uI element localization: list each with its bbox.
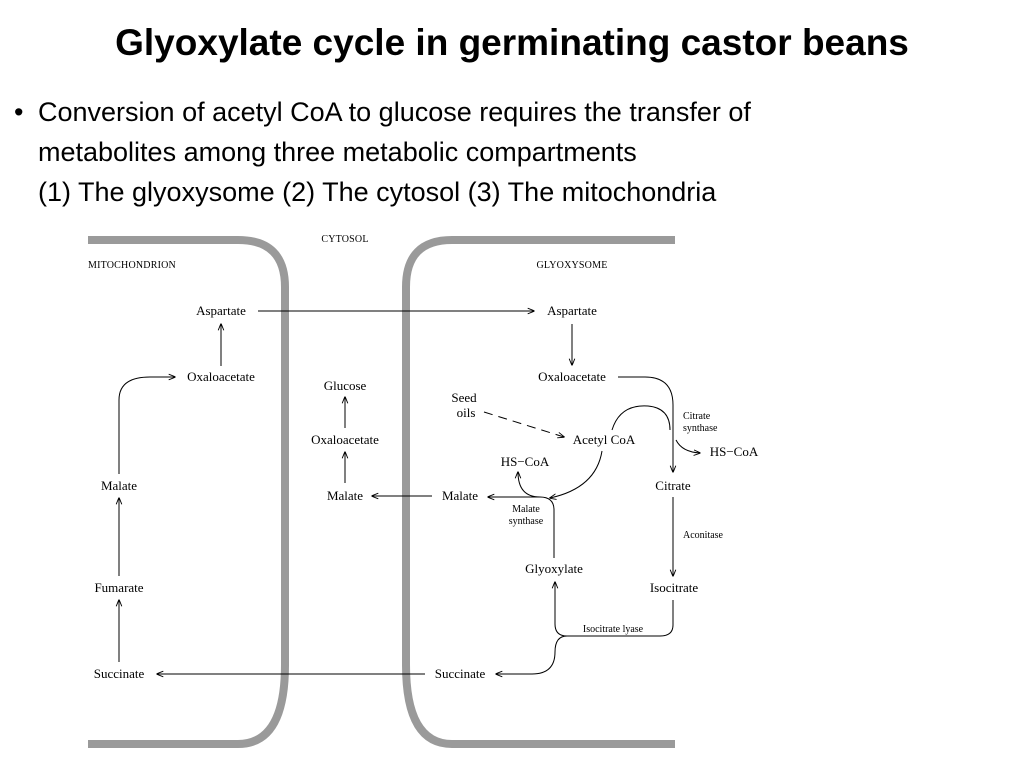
arrow-malate-synthase-hs-coa (518, 472, 541, 498)
cyto-oxaloacetate: Oxaloacetate (311, 432, 379, 447)
glyox-isocitrate: Isocitrate (650, 580, 699, 595)
bullet-dot: • (14, 97, 24, 127)
bullet-text: Conversion of acetyl CoA to glucose requ… (38, 92, 751, 212)
aconitase-label: Aconitase (683, 530, 724, 541)
mito-malate: Malate (101, 478, 137, 493)
cyto-malate: Malate (327, 488, 363, 503)
arrow-acetyl-coa-to-citrate-synthase (611, 405, 671, 431)
bullet-line-2: metabolites among three metabolic compar… (38, 137, 637, 167)
arrow-acetyl-coa-to-malate-synthase (550, 450, 603, 498)
glyox-citrate: Citrate (655, 478, 691, 493)
arrow-isocitrate-lyase-to-glyoxylate (555, 582, 674, 637)
arrow-seed-oils-to-acetyl-coa (483, 411, 564, 437)
mito-aspartate: Aspartate (196, 303, 246, 318)
seed-oils-line-1: Seed (451, 390, 477, 405)
bullet-line-3: (1) The glyoxysome (2) The cytosol (3) T… (38, 177, 717, 207)
isocitrate-lyase-label: Isocitrate lyase (583, 624, 644, 635)
arrow-mito-malate-to-oaa (118, 377, 175, 474)
glyoxysome-label: GLYOXYSOME (537, 260, 608, 271)
cytosol-label: CYTOSOL (321, 234, 368, 245)
mito-fumarate: Fumarate (94, 580, 143, 595)
arrow-oaa-to-citrate (618, 376, 673, 472)
arrow-citrate-synthase-hs-coa (675, 439, 700, 453)
glyox-oxaloacetate: Oxaloacetate (538, 369, 606, 384)
malate-synthase-label-2: synthase (509, 516, 544, 527)
citrate-synthase-label-2: synthase (683, 423, 718, 434)
glyox-aspartate: Aspartate (547, 303, 597, 318)
glyox-malate: Malate (442, 488, 478, 503)
glyox-glyoxylate: Glyoxylate (525, 561, 583, 576)
mito-oxaloacetate: Oxaloacetate (187, 369, 255, 384)
seed-oils-line-2: oils (457, 405, 476, 420)
mitochondrion-label: MITOCHONDRION (88, 260, 176, 271)
slide-title: Glyoxylate cycle in germinating castor b… (115, 22, 909, 63)
mitochondrion-membrane (88, 236, 289, 748)
arrow-isocitrate-lyase-to-succinate (496, 635, 568, 674)
malate-synthase-label-1: Malate (512, 504, 540, 515)
cyto-glucose: Glucose (324, 378, 367, 393)
acetyl-coa: Acetyl CoA (573, 432, 636, 447)
glyoxysome-membrane (402, 236, 675, 748)
citrate-synthase-label-1: Citrate (683, 411, 711, 422)
arrow-glyoxylate-to-malate (488, 497, 555, 558)
bullet-line-1: Conversion of acetyl CoA to glucose requ… (38, 97, 751, 127)
mito-succinate: Succinate (94, 666, 145, 681)
glyox-succinate: Succinate (435, 666, 486, 681)
hs-coa-malate-synthase: HS−CoA (501, 454, 550, 469)
hs-coa-citrate-synthase: HS−CoA (710, 444, 759, 459)
